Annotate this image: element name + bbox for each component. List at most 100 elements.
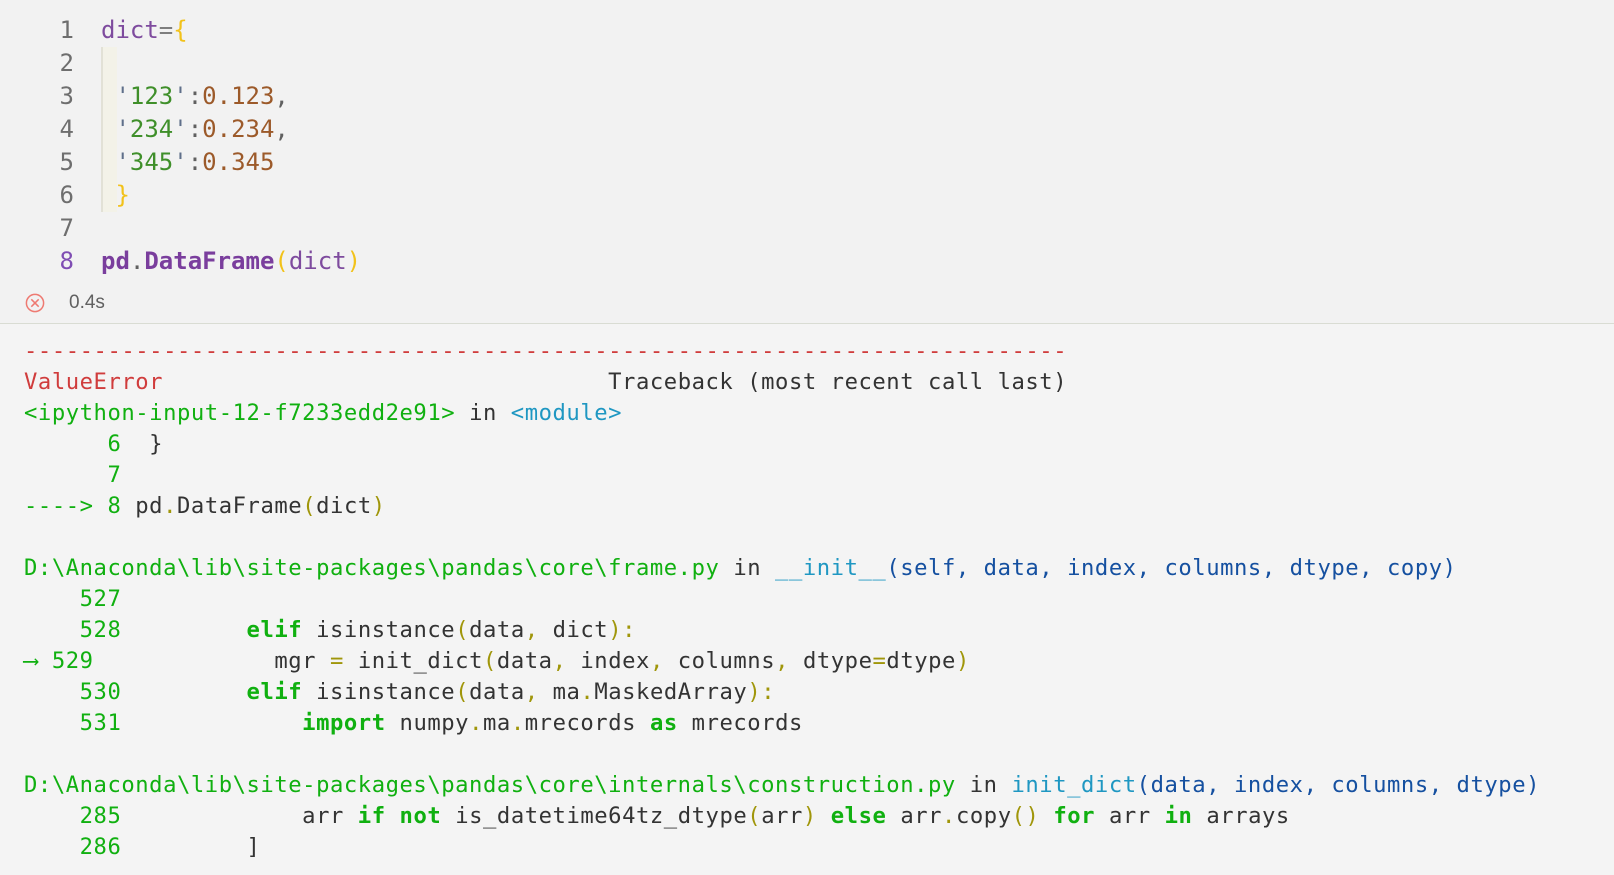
- code-token: :: [187, 82, 203, 110]
- traceback-token: (: [302, 493, 317, 519]
- error-circle-x-icon: [25, 293, 45, 313]
- traceback-token: .: [163, 493, 178, 519]
- line-number: 7: [59, 214, 74, 242]
- traceback-line: [0, 522, 1614, 553]
- traceback-token: .: [942, 803, 956, 829]
- line-number: 6: [59, 181, 74, 209]
- traceback-token: dtype: [789, 648, 873, 674]
- traceback-line: D:\Anaconda\lib\site-packages\pandas\cor…: [0, 553, 1614, 584]
- traceback-token: .: [510, 710, 525, 736]
- traceback-token: <module>: [510, 400, 623, 426]
- code-line[interactable]: 1 dict={: [0, 14, 1614, 47]
- indent-guide: [101, 47, 117, 212]
- traceback-token: as: [649, 710, 678, 736]
- code-token: (: [274, 247, 289, 275]
- traceback-token: dict: [538, 617, 609, 643]
- line-number: 1: [59, 16, 74, 44]
- traceback-token: numpy: [385, 710, 470, 736]
- code-token: }: [101, 181, 130, 209]
- code-line[interactable]: 6 }: [0, 179, 1614, 212]
- traceback-token: init_dict: [343, 648, 483, 674]
- code-token: ': [101, 115, 130, 143]
- code-text: }: [101, 179, 130, 212]
- code-token: ': [101, 82, 130, 110]
- traceback-token: dict: [316, 493, 372, 519]
- code-token: dict: [288, 247, 347, 275]
- traceback-token: 530: [24, 679, 122, 705]
- traceback-token: isinstance: [302, 679, 456, 705]
- traceback-token: (: [455, 679, 470, 705]
- traceback-token: [817, 803, 831, 829]
- code-line[interactable]: 4 '234':0.234,: [0, 113, 1614, 146]
- code-token: 0.345: [202, 148, 275, 176]
- traceback-line: 286 ]: [0, 832, 1614, 863]
- traceback-token: ):: [747, 679, 776, 705]
- traceback-token: 286: [24, 834, 122, 860]
- traceback-token: [121, 679, 246, 705]
- traceback-token: mrecords: [677, 710, 803, 736]
- traceback-line: 530 elif isinstance(data, ma.MaskedArray…: [0, 677, 1614, 708]
- traceback-token: ⟶ 529: [24, 648, 94, 674]
- traceback-token: arr: [1095, 803, 1165, 829]
- traceback-token: D:\Anaconda\lib\site-packages\pandas\cor…: [24, 555, 720, 581]
- code-line[interactable]: 2: [0, 47, 1614, 80]
- traceback-token: DataFrame: [177, 493, 303, 519]
- code-token: ): [346, 247, 362, 275]
- traceback-token: data: [469, 679, 525, 705]
- code-token: 123: [129, 82, 174, 110]
- traceback-token: init_dict: [1011, 772, 1137, 798]
- line-number: 5: [59, 148, 74, 176]
- traceback-token: ):: [608, 617, 637, 643]
- traceback-token: arr: [121, 803, 358, 829]
- traceback-token: elif: [246, 679, 303, 705]
- code-token: 345: [129, 148, 174, 176]
- traceback-token: in: [955, 772, 1012, 798]
- code-line[interactable]: 5 '345':0.345: [0, 146, 1614, 179]
- code-token: :: [187, 115, 203, 143]
- traceback-token: 531: [24, 710, 122, 736]
- traceback-token: copy: [955, 803, 1012, 829]
- traceback-token: dtype: [886, 648, 956, 674]
- traceback-line: 7: [0, 460, 1614, 491]
- traceback-token: (: [747, 803, 762, 829]
- traceback-token: .: [469, 710, 483, 736]
- traceback-token: ----------------------------------------…: [24, 338, 1068, 364]
- traceback-token: ,: [524, 617, 539, 643]
- traceback-token: else: [830, 803, 887, 829]
- traceback-token: arrays: [1192, 803, 1290, 829]
- traceback-token: (self, data, index, columns, dtype, copy…: [886, 555, 1457, 581]
- traceback-token: data: [496, 648, 553, 674]
- traceback-token: ): [955, 648, 970, 674]
- traceback-token: [1039, 803, 1053, 829]
- traceback-token: <ipython-input-12-f7233edd2e91>: [24, 400, 456, 426]
- traceback-line: ----> 8 pd.DataFrame(dict): [0, 491, 1614, 522]
- code-token: ': [173, 148, 188, 176]
- traceback-token: is_datetime64tz_dtype: [441, 803, 748, 829]
- traceback-token: not: [399, 803, 442, 829]
- traceback-token: ]: [121, 834, 261, 860]
- traceback-line: ValueError Traceback (most recent call l…: [0, 367, 1614, 398]
- traceback-token: elif: [246, 617, 303, 643]
- code-token: DataFrame: [144, 247, 275, 275]
- code-token: 0.234: [202, 115, 275, 143]
- code-token: ,: [274, 115, 289, 143]
- code-line[interactable]: 7: [0, 212, 1614, 245]
- traceback-token: (data, index, columns, dtype): [1136, 772, 1541, 798]
- traceback-token: arr: [886, 803, 943, 829]
- traceback-token: ,: [649, 648, 664, 674]
- code-token: pd: [101, 247, 130, 275]
- traceback-token: index: [566, 648, 650, 674]
- traceback-token: mrecords: [524, 710, 650, 736]
- traceback-line: 285 arr if not is_datetime64tz_dtype(arr…: [0, 801, 1614, 832]
- code-text: '234':0.234,: [101, 113, 289, 146]
- code-text: '345':0.345: [101, 146, 274, 179]
- traceback-token: data: [469, 617, 525, 643]
- code-line[interactable]: 3 '123':0.123,: [0, 80, 1614, 113]
- code-text: '123':0.123,: [101, 80, 288, 113]
- code-text: dict={: [101, 14, 188, 47]
- traceback-token: ): [371, 493, 386, 519]
- cell-status-bar: 0.4s: [0, 288, 600, 318]
